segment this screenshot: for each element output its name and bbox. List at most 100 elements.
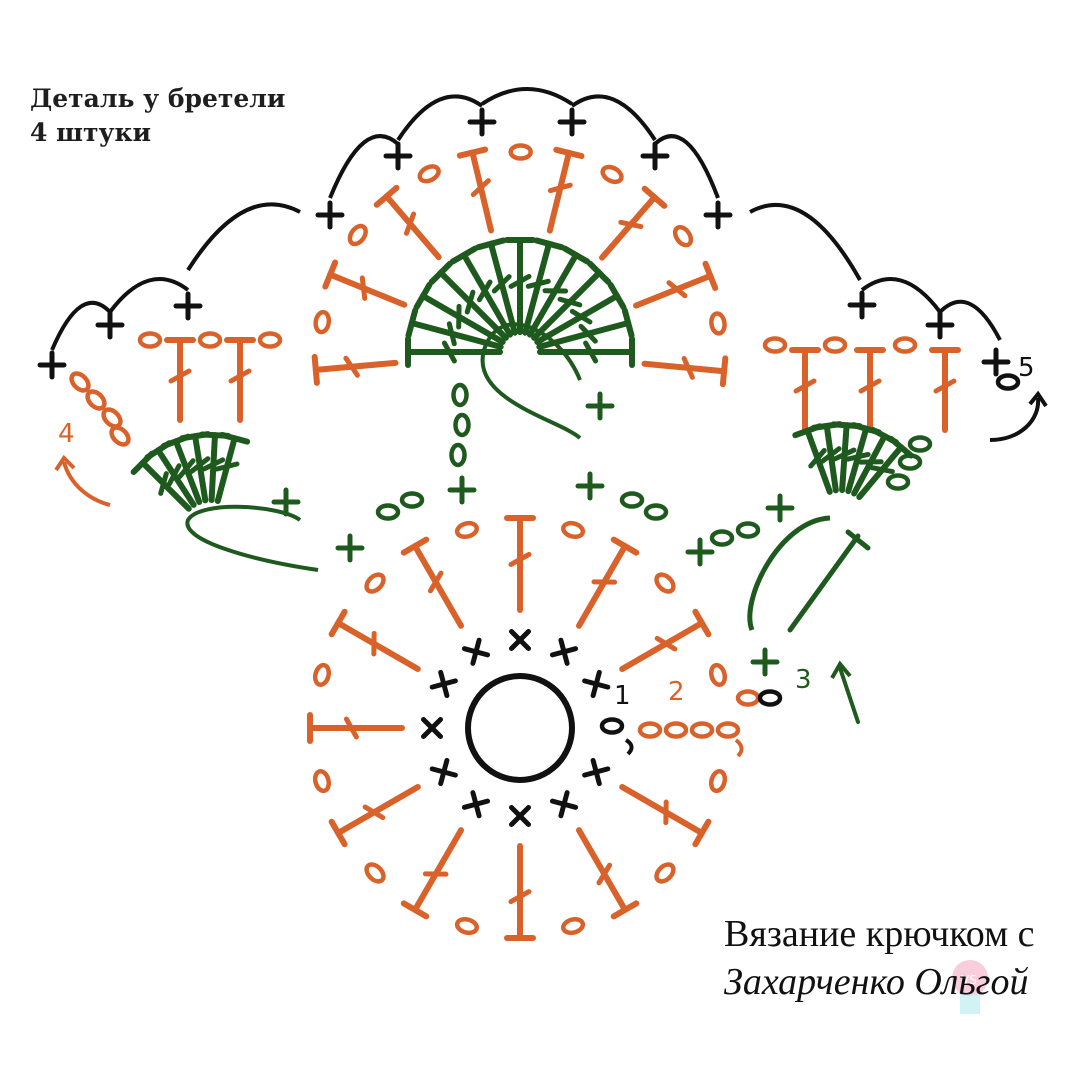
picot-arc [749, 202, 862, 281]
chain-symbol [995, 373, 1021, 391]
credit-author: Захарченко Ольгой [724, 961, 1029, 1003]
stroke-line [208, 432, 218, 504]
stroke-line [845, 425, 870, 495]
stroke-line [641, 360, 728, 375]
stroke-line [856, 444, 905, 501]
orange-rounds [69, 143, 961, 941]
stroke-line [412, 827, 464, 913]
single-crochet-symbol [582, 757, 611, 787]
double-crochet-symbol [854, 347, 886, 433]
chain-symbol [257, 331, 283, 349]
title-line-1: Деталь у бретели [30, 84, 286, 113]
chain-symbol [449, 442, 467, 468]
arrowhead-icon [54, 454, 76, 472]
chain-symbol [654, 572, 676, 594]
stroke-line [546, 149, 572, 234]
double-crochet-symbol [504, 843, 536, 941]
stroke-line [449, 245, 479, 265]
stroke-line [820, 446, 842, 464]
stroke-line [583, 340, 599, 364]
single-crochet-symbol [685, 537, 715, 567]
chain-symbol [85, 389, 107, 411]
chain-symbol [454, 916, 479, 936]
single-crochet-symbol [925, 310, 955, 340]
stroke-line [596, 862, 613, 886]
stroke-line [421, 717, 443, 739]
chain-symbol [762, 336, 788, 354]
chain-symbol [892, 336, 918, 354]
stroke-line [621, 307, 635, 339]
chain-symbol [689, 721, 715, 739]
stroke-line [189, 456, 211, 474]
double-crochet-symbol [856, 435, 915, 501]
row-label-4: 4 [58, 419, 75, 449]
chain-symbol [399, 491, 425, 509]
slip-stitch-symbol [624, 738, 634, 756]
stroke-line [420, 293, 506, 345]
chain-symbol [312, 769, 332, 794]
row-direction-arrow [989, 397, 1041, 442]
single-crochet-symbol [173, 291, 203, 321]
single-crochet-symbol [981, 347, 1011, 377]
stroke-line [214, 461, 240, 472]
stroke-line [525, 278, 551, 289]
double-crochet-symbol [307, 712, 405, 744]
stroke-line [681, 355, 695, 380]
single-crochet-symbol [271, 487, 301, 517]
stroke-line [464, 289, 476, 315]
double-crochet-symbol [504, 515, 536, 613]
watermark-balloon-icon [952, 960, 988, 996]
double-crochet-symbol [400, 536, 464, 629]
stroke-line [702, 260, 719, 291]
double-crochet-symbol [504, 237, 536, 335]
stroke-line [403, 211, 417, 236]
stroke-line [527, 252, 579, 338]
double-crochet-symbol [522, 237, 565, 336]
stroke-line [582, 766, 611, 778]
stroke-line [158, 471, 169, 496]
double-crochet-symbol [531, 260, 612, 341]
chain-symbol [708, 662, 728, 687]
stroke-line [437, 269, 509, 341]
stroke-line [641, 185, 668, 209]
stroke-line [343, 355, 360, 378]
arrowhead-icon [1028, 390, 1048, 408]
chain-symbol [313, 309, 332, 335]
single-crochet-symbol [847, 290, 877, 320]
picot-arc [860, 277, 942, 314]
picot-arc [480, 87, 574, 106]
double-crochet-symbol [449, 245, 513, 338]
single-crochet-symbol [429, 757, 458, 787]
double-crochet-symbol [373, 184, 442, 261]
chain-symbol [637, 721, 663, 739]
single-crochet-symbol [335, 533, 365, 563]
stroke-line [569, 308, 593, 325]
stroke-line [845, 529, 871, 551]
stroke-line [531, 269, 603, 341]
row-label-3: 3 [795, 665, 812, 695]
stroke-line [335, 784, 421, 836]
double-crochet-symbol [546, 146, 585, 234]
single-crochet-symbol [467, 107, 497, 137]
stroke-line [610, 536, 640, 556]
stroke-line [619, 620, 705, 672]
chain-symbol [822, 336, 848, 354]
single-crochet-symbol [549, 790, 579, 819]
chain-symbol [561, 916, 586, 936]
double-crochet-symbol [328, 784, 421, 848]
stroke-line [405, 307, 419, 339]
single-crochet-symbol [461, 790, 491, 819]
single-crochet-symbol [585, 391, 615, 421]
green-loop [747, 515, 831, 631]
picot-arc [570, 94, 657, 142]
stroke-line [441, 340, 457, 364]
chain-symbol [735, 521, 761, 539]
stroke-line [590, 669, 602, 699]
stroke-line [793, 378, 817, 394]
stroke-line [576, 827, 628, 913]
chain-symbol [663, 721, 689, 739]
slip-stitch-symbol [734, 738, 744, 758]
row-labels: 1 2 3 4 5 [58, 353, 1035, 711]
single-crochet-symbol [575, 471, 605, 501]
